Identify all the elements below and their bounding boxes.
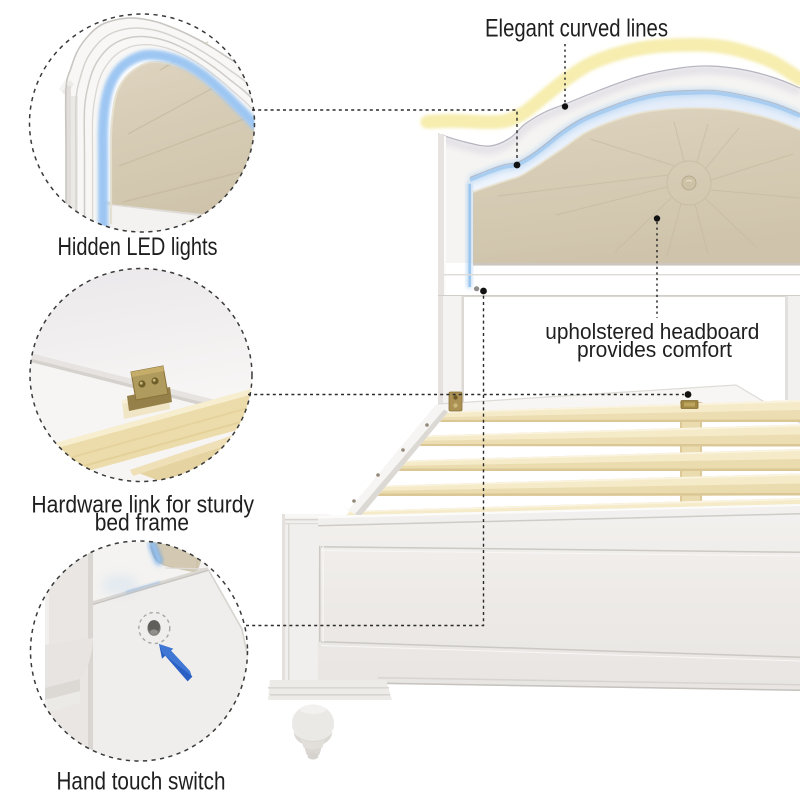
svg-text:upholstered headboard: upholstered headboard [545, 319, 759, 344]
svg-text:bed frame: bed frame [95, 510, 189, 537]
svg-text:Elegant curved lines: Elegant curved lines [485, 15, 668, 43]
svg-text:Hidden LED lights: Hidden LED lights [58, 233, 218, 261]
svg-text:Hardware link for sturdy: Hardware link for sturdy [31, 492, 254, 519]
svg-text:Hand touch switch: Hand touch switch [57, 767, 226, 795]
svg-text:provides comfort: provides comfort [577, 337, 733, 362]
